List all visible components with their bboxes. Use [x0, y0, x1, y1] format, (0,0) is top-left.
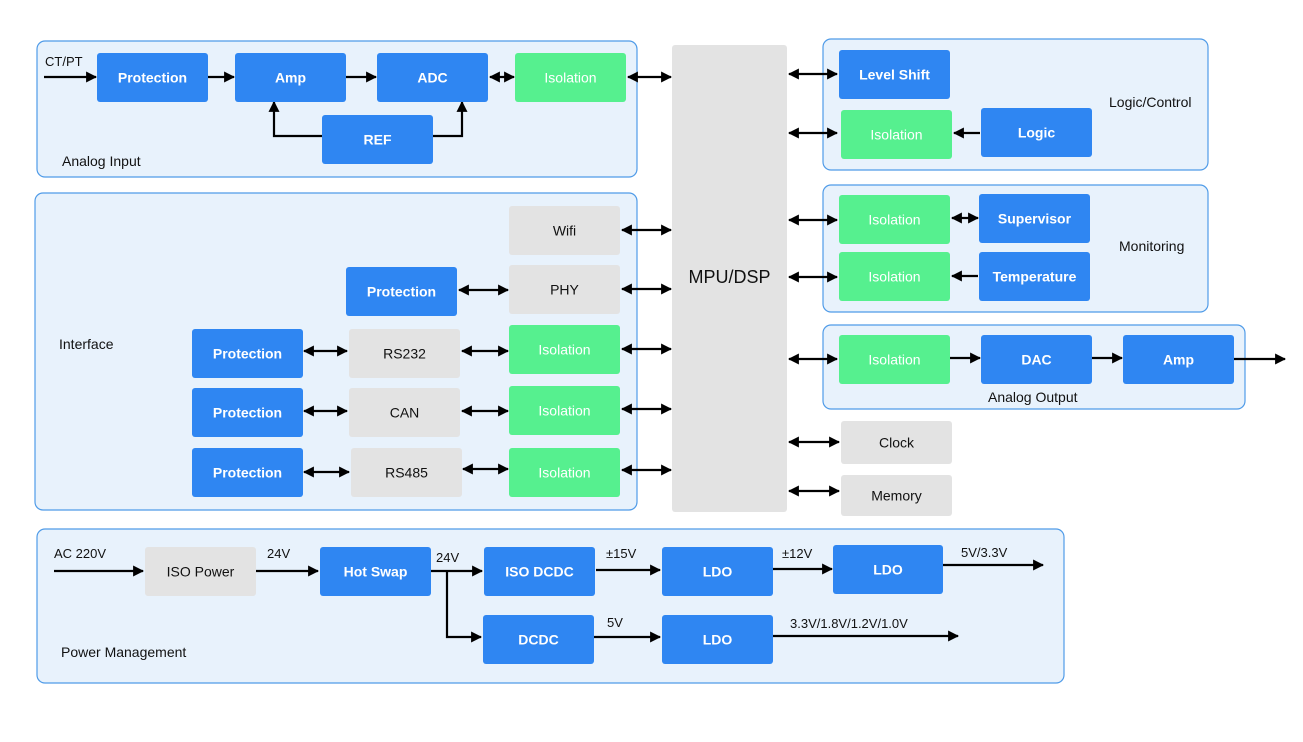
block-label: MPU/DSP	[688, 267, 770, 287]
block-label: Clock	[879, 435, 915, 451]
block-label: Amp	[275, 70, 306, 86]
block-ai-amp: Amp	[235, 53, 346, 102]
block-label: Isolation	[868, 269, 920, 285]
block-label: Protection	[213, 465, 282, 481]
label-ct-pt: CT/PT	[45, 54, 83, 69]
block-if-wifi: Wifi	[509, 206, 620, 255]
block-label: LDO	[703, 564, 733, 580]
label-5v: 5V	[607, 615, 623, 630]
block-label: Protection	[213, 346, 282, 362]
block-label: REF	[364, 132, 392, 148]
block-label: DAC	[1021, 352, 1051, 368]
group-label-monitoring: Monitoring	[1119, 238, 1184, 254]
block-ai-ref: REF	[322, 115, 433, 164]
wire-labels: CT/PT AC 220V 24V 24V ±15V ±12V 5V/3.3V …	[45, 54, 1008, 631]
block-label: Isolation	[538, 403, 590, 419]
block-pm-ldo-2: LDO	[833, 545, 943, 594]
block-label: DCDC	[518, 632, 558, 648]
block-label: CAN	[390, 405, 420, 421]
block-label: Isolation	[870, 127, 922, 143]
block-label: PHY	[550, 282, 579, 298]
block-if-rs485: RS485	[351, 448, 462, 497]
block-if-phy: PHY	[509, 265, 620, 314]
block-label: Logic	[1018, 125, 1056, 141]
block-clock: Clock	[841, 421, 952, 464]
block-label: ADC	[417, 70, 447, 86]
block-memory: Memory	[841, 475, 952, 516]
group-label-analog-input: Analog Input	[62, 153, 141, 169]
block-ai-adc: ADC	[377, 53, 488, 102]
block-label: RS485	[385, 465, 428, 481]
block-if-rs232-protection: Protection	[192, 329, 303, 378]
label-5v-3v3: 5V/3.3V	[961, 545, 1008, 560]
group-label-power-management: Power Management	[61, 644, 186, 660]
block-if-rs485-isolation: Isolation	[509, 448, 620, 497]
block-label: Supervisor	[998, 211, 1072, 227]
group-label-logic-control: Logic/Control	[1109, 94, 1192, 110]
label-ac-220v: AC 220V	[54, 546, 106, 561]
label-pm15v: ±15V	[606, 546, 637, 561]
block-label: LDO	[873, 562, 903, 578]
block-label: Wifi	[553, 223, 576, 239]
block-mon-isolation-2: Isolation	[839, 252, 950, 301]
group-power-management: Power Management	[36, 528, 1065, 684]
block-label: Amp	[1163, 352, 1194, 368]
block-if-phy-protection: Protection	[346, 267, 457, 316]
block-label: Protection	[367, 284, 436, 300]
wire-ref-adc	[433, 100, 468, 138]
block-label: Isolation	[544, 70, 596, 86]
block-pm-dcdc: DCDC	[483, 615, 594, 664]
block-ao-isolation: Isolation	[839, 335, 950, 384]
block-if-rs232: RS232	[349, 329, 460, 378]
block-label: Protection	[118, 70, 187, 86]
label-pm12v: ±12V	[782, 546, 813, 561]
block-pm-iso-dcdc: ISO DCDC	[484, 547, 595, 596]
block-label: ISO Power	[167, 564, 235, 580]
block-label: Protection	[213, 405, 282, 421]
block-pm-iso-power: ISO Power	[145, 547, 256, 596]
block-mpu-dsp: MPU/DSP	[672, 45, 787, 512]
block-label: Isolation	[538, 465, 590, 481]
block-label: LDO	[703, 632, 733, 648]
block-ai-protection: Protection	[97, 53, 208, 102]
group-label-interface: Interface	[59, 336, 114, 352]
block-if-can: CAN	[349, 388, 460, 437]
block-label: Isolation	[868, 212, 920, 228]
block-label: Memory	[871, 488, 922, 504]
label-24v-b: 24V	[436, 550, 459, 565]
block-lc-isolation: Isolation	[841, 110, 952, 159]
block-label: RS232	[383, 346, 426, 362]
block-lc-logic: Logic	[981, 108, 1092, 157]
group-label-analog-output: Analog Output	[988, 389, 1078, 405]
wire-hotswap-dcdc	[445, 571, 483, 643]
block-label: Isolation	[538, 342, 590, 358]
block-pm-ldo-1: LDO	[662, 547, 773, 596]
block-mon-temperature: Temperature	[979, 252, 1090, 301]
block-label: Hot Swap	[344, 564, 408, 580]
block-lc-level-shift: Level Shift	[839, 50, 950, 99]
block-label: Temperature	[993, 269, 1077, 285]
block-label: Level Shift	[859, 67, 930, 83]
block-pm-ldo-3: LDO	[662, 615, 773, 664]
block-ao-amp: Amp	[1123, 335, 1234, 384]
label-multi-rail: 3.3V/1.8V/1.2V/1.0V	[790, 616, 908, 631]
block-if-rs232-isolation: Isolation	[509, 325, 620, 374]
block-ai-isolation: Isolation	[515, 53, 626, 102]
block-if-can-isolation: Isolation	[509, 386, 620, 435]
block-mon-isolation-1: Isolation	[839, 195, 950, 244]
wire-ref-amp	[268, 100, 322, 138]
connections	[44, 68, 1287, 643]
block-if-can-protection: Protection	[192, 388, 303, 437]
block-pm-hot-swap: Hot Swap	[320, 547, 431, 596]
block-mon-supervisor: Supervisor	[979, 194, 1090, 243]
block-label: ISO DCDC	[505, 564, 573, 580]
label-24v-a: 24V	[267, 546, 290, 561]
block-if-rs485-protection: Protection	[192, 448, 303, 497]
block-ao-dac: DAC	[981, 335, 1092, 384]
block-label: Isolation	[868, 352, 920, 368]
